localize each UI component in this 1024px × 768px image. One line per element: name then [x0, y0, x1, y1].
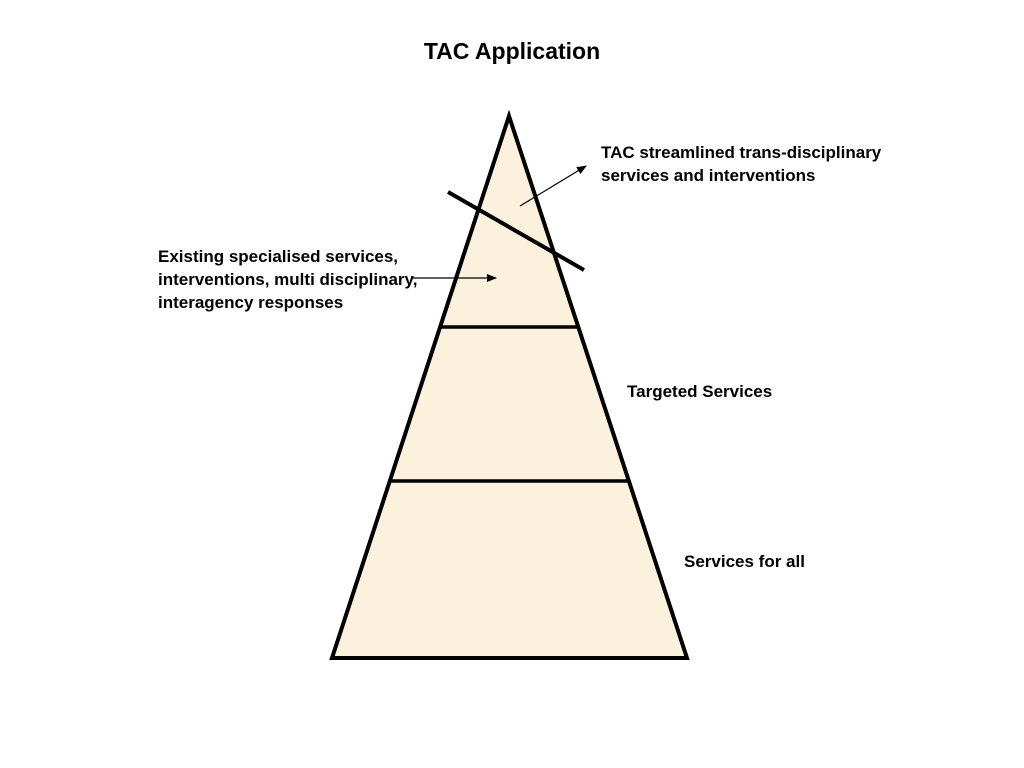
- tac-streamlined-label: TAC streamlined trans-disciplinary servi…: [601, 141, 881, 187]
- tac-streamlined-line1: TAC streamlined trans-disciplinary: [601, 143, 882, 162]
- existing-line1: Existing specialised services,: [158, 247, 399, 266]
- existing-line2: interventions, multi disciplinary,: [158, 270, 418, 289]
- pyramid-shape: [329, 109, 690, 660]
- existing-line3: interagency responses: [158, 293, 344, 312]
- slide-title: TAC Application: [423, 38, 601, 64]
- tac-streamlined-line2: services and interventions: [601, 166, 816, 185]
- existing-services-label: Existing specialised services, intervent…: [158, 245, 417, 314]
- tac-arrow: [519, 165, 587, 207]
- targeted-services-label: Targeted Services: [627, 382, 773, 401]
- services-for-all-label: Services for all: [684, 552, 805, 571]
- streamline-cut-line: [447, 190, 585, 272]
